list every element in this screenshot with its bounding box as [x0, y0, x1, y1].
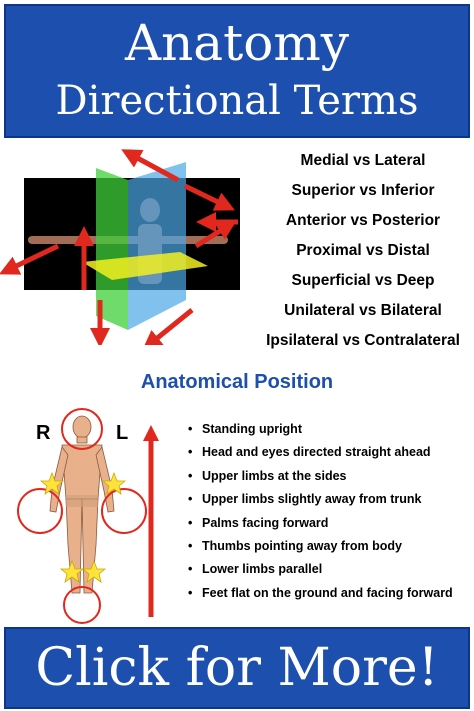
anatomical-position-list: • Standing upright • Head and eyes directe… — [188, 418, 472, 605]
bullet: • — [188, 538, 193, 553]
bullet: • — [188, 445, 193, 460]
list-item: • Palms facing forward — [188, 512, 472, 535]
right-side-label: R — [36, 422, 51, 444]
star-left-shoulder — [101, 471, 127, 495]
list-item: • Thumbs pointing away from body — [188, 535, 472, 558]
shorts — [66, 495, 98, 507]
bullet: • — [188, 492, 193, 507]
left-side-label: L — [116, 422, 128, 444]
arrow-distal-right — [194, 220, 237, 249]
bullet: • — [188, 515, 193, 530]
list-item: • Head and eyes directed straight ahead — [188, 441, 472, 464]
list-item-text: Thumbs pointing away from body — [202, 538, 402, 553]
bullet: • — [188, 585, 193, 600]
direction-arrows — [0, 149, 238, 345]
anatomical-position-figure: R L — [17, 408, 160, 624]
bullet: • — [188, 422, 193, 436]
term-medial-lateral: Medial vs Lateral — [300, 152, 426, 169]
title-line-1: Anatomy — [125, 14, 349, 72]
header-banner: Anatomy Directional Terms — [0, 0, 474, 142]
star-left-foot — [81, 559, 107, 583]
list-item-text: Feet flat on the ground and facing forwa… — [202, 585, 453, 600]
arrow-lateral-left — [0, 243, 60, 275]
bullet: • — [188, 562, 193, 577]
list-item: • Standing upright — [188, 418, 472, 441]
click-for-more-label: Click for More! — [35, 638, 439, 698]
header-panel: Anatomy Directional Terms — [4, 4, 470, 138]
list-item-text: Upper limbs at the sides — [202, 468, 347, 483]
human-figure — [49, 415, 115, 594]
list-item-text: Palms facing forward — [202, 515, 329, 530]
term-anterior-posterior: Anterior vs Posterior — [285, 212, 441, 229]
sagittal-plane — [128, 162, 186, 330]
bullet: • — [188, 468, 193, 483]
term-superior-inferior: Superior vs Inferior — [291, 182, 435, 199]
list-item-text: Lower limbs parallel — [202, 562, 323, 577]
list-item: • Lower limbs parallel — [188, 558, 472, 581]
list-item-text: Standing upright — [202, 422, 302, 436]
transverse-plane — [82, 252, 208, 280]
list-item: • Upper limbs slightly away from trunk — [188, 488, 472, 511]
term-proximal-distal: Proximal vs Distal — [296, 242, 430, 259]
term-ipsilateral-contralateral: Ipsilateral vs Contralateral — [266, 332, 460, 349]
anatomical-planes-figure — [0, 149, 240, 345]
term-unilateral-bilateral: Unilateral vs Bilateral — [284, 302, 442, 319]
list-item-text: Head and eyes directed straight ahead — [202, 445, 431, 460]
arrow-lateral-right — [183, 183, 235, 211]
anatomical-position-title: Anatomical Position — [140, 371, 334, 393]
list-item-text: Upper limbs slightly away from trunk — [202, 492, 422, 507]
star-markers — [39, 471, 127, 583]
arrow-anterior — [142, 308, 194, 345]
list-item: • Feet flat on the ground and facing forw… — [188, 582, 472, 605]
footer-banner[interactable]: Click for More! — [0, 625, 474, 711]
title-line-2: Directional Terms — [55, 78, 419, 124]
star-right-foot — [59, 559, 85, 583]
term-superficial-deep: Superficial vs Deep — [291, 272, 435, 289]
list-item: • Upper limbs at the sides — [188, 465, 472, 488]
frontal-plane — [96, 168, 128, 330]
directional-terms-list: Medial vs Lateral Superior vs Inferior A… — [254, 146, 472, 356]
highlight-circles — [17, 408, 147, 624]
star-right-shoulder — [39, 471, 65, 495]
click-for-more-button[interactable]: Click for More! — [4, 627, 470, 709]
arrow-medial-top — [121, 149, 180, 183]
